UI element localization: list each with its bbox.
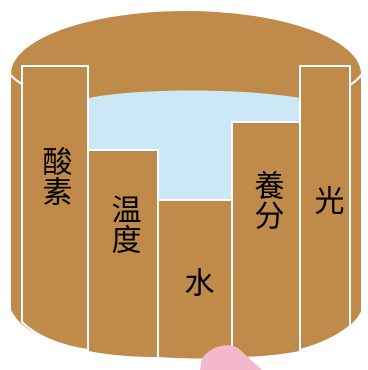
label-nutrients: 養分	[249, 170, 285, 230]
stave-light	[299, 65, 351, 352]
label-water: 水	[179, 267, 214, 297]
pointer-arrow	[200, 345, 262, 370]
label-temperature: 温度	[106, 194, 141, 254]
stave-oxygen	[21, 65, 89, 352]
label-light: 光	[309, 185, 344, 215]
stave-nutrients	[231, 121, 301, 360]
label-oxygen: 酸素	[37, 146, 72, 206]
stave-temperature	[87, 149, 159, 360]
